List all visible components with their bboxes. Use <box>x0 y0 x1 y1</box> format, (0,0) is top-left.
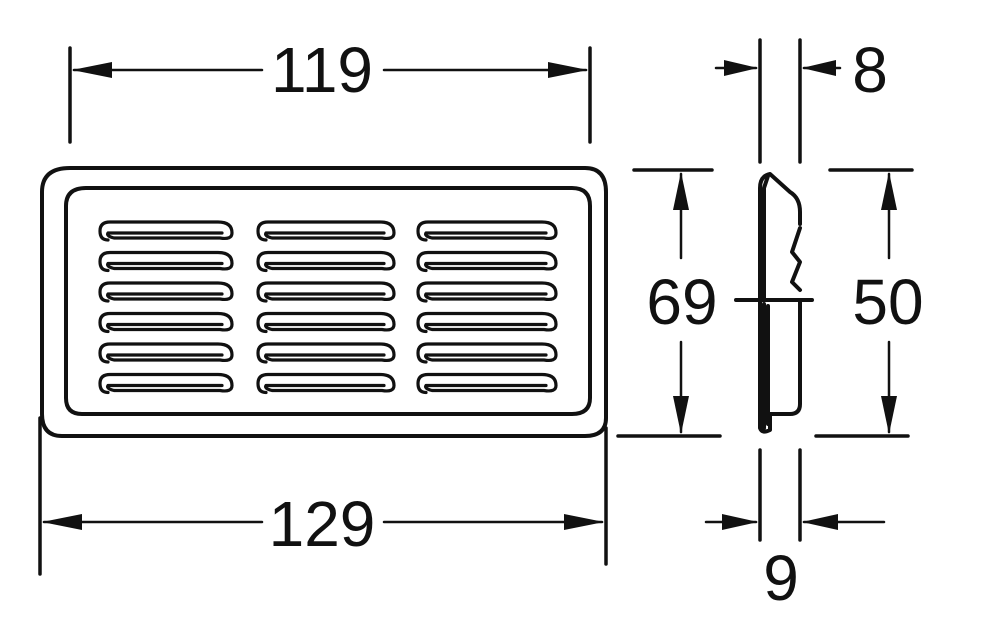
louver-slot <box>256 372 396 395</box>
side-view <box>734 172 814 434</box>
louver-slot <box>98 372 234 395</box>
louver-slots <box>98 220 558 395</box>
front-view <box>40 166 608 438</box>
louver-slot <box>98 250 234 273</box>
side-profile-top <box>758 172 802 302</box>
dimension-inner-width: 119 <box>68 34 592 144</box>
louver-slot <box>256 311 396 334</box>
louver-slot <box>98 342 234 364</box>
louver-slot <box>416 342 558 364</box>
dimension-outer-height: 69 <box>616 168 722 438</box>
louver-slot <box>416 250 558 273</box>
dimension-inner-height: 50 <box>814 168 924 438</box>
louver-slot <box>416 281 558 303</box>
dimension-label-69: 69 <box>646 266 717 338</box>
louver-slot <box>416 220 558 242</box>
louver-slot <box>98 281 234 303</box>
dimension-side-top-depth: 8 <box>714 34 888 164</box>
outer-frame <box>40 166 608 438</box>
louver-slot <box>416 372 558 395</box>
louver-slot <box>256 220 396 242</box>
louver-slot <box>416 311 558 334</box>
dimension-label-129: 129 <box>269 488 376 560</box>
louver-slot <box>98 220 234 242</box>
louver-slot <box>256 250 396 273</box>
dimension-label-8: 8 <box>852 34 888 106</box>
louver-slot <box>98 311 234 334</box>
dimension-label-50: 50 <box>852 266 923 338</box>
louver-slot <box>256 342 396 364</box>
dimension-label-9: 9 <box>763 542 799 614</box>
dimension-label-119: 119 <box>271 34 373 106</box>
louver-slot <box>256 281 396 303</box>
dimension-side-bottom-depth: 9 <box>704 448 886 614</box>
inner-frame <box>64 186 592 416</box>
dimension-outer-width: 129 <box>38 416 608 576</box>
